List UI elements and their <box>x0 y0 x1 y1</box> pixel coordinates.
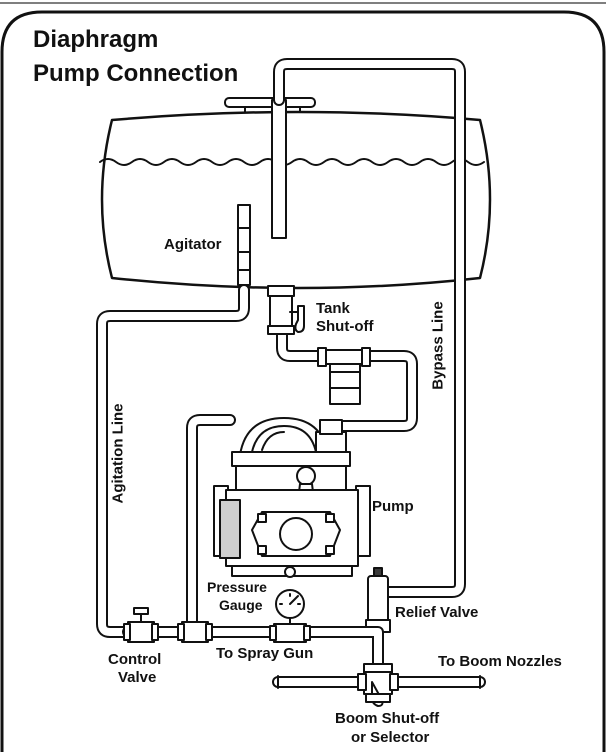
label-boom-shutoff-line2: or Selector <box>351 729 429 746</box>
line-strainer <box>318 348 370 404</box>
label-bypass-line: Bypass Line <box>430 291 447 401</box>
label-pump: Pump <box>372 498 414 515</box>
tank-fill-cap <box>225 98 315 107</box>
spray-tank <box>100 98 490 288</box>
label-to-boom-nozzles: To Boom Nozzles <box>438 653 562 670</box>
diaphragm-pump <box>214 418 370 577</box>
label-tank-shutoff-line2: Shut-off <box>316 318 373 335</box>
label-control-valve-line1: Control <box>108 651 161 668</box>
tank-return-pipe <box>272 100 286 238</box>
diagram-title-line2: Pump Connection <box>33 59 238 88</box>
label-pressure-gauge-line1: Pressure <box>207 579 267 596</box>
agitator-nozzle <box>238 205 250 285</box>
tank-shutoff-valve <box>268 286 304 334</box>
relief-valve <box>366 568 390 632</box>
tank-body <box>102 112 490 288</box>
boom-shutoff-valve <box>358 664 398 706</box>
control-valve <box>124 608 158 642</box>
pressure-gauge <box>270 590 310 642</box>
diagram-title-line1: Diaphragm <box>33 25 158 54</box>
label-agitator: Agitator <box>164 236 222 253</box>
label-agitation-line: Agitation Line <box>110 394 127 514</box>
discharge-tee <box>178 622 212 642</box>
label-pressure-gauge-line2: Gauge <box>219 597 263 614</box>
label-tank-shutoff-line1: Tank <box>316 300 350 317</box>
label-control-valve-line2: Valve <box>118 669 156 686</box>
label-relief-valve: Relief Valve <box>395 604 478 621</box>
label-to-spray-gun: To Spray Gun <box>216 645 313 662</box>
label-boom-shutoff-line1: Boom Shut-off <box>335 710 439 727</box>
